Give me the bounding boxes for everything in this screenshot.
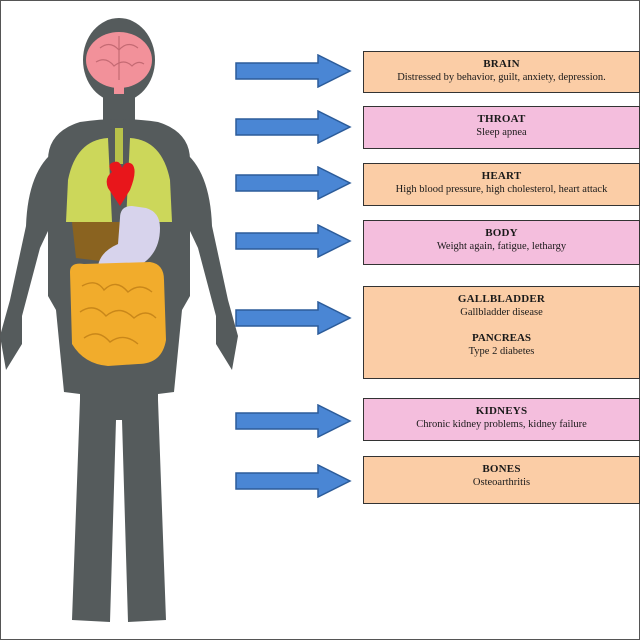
- arrow-throat: [235, 110, 352, 144]
- arrow-heart: [235, 166, 352, 200]
- box-throat-title: THROAT: [477, 113, 526, 125]
- box-bones: BONES Osteoarthritis: [363, 456, 640, 504]
- box-bones-description: Osteoarthritis: [472, 477, 531, 488]
- box-brain-title: BRAIN: [483, 58, 520, 70]
- box-gallbladder-title: GALLBLADDER: [457, 293, 546, 305]
- box-throat-description: Sleep apnea: [476, 127, 527, 138]
- box-bones-title: BONES: [482, 463, 521, 475]
- box-pancreas-title: PANCREAS: [471, 332, 532, 344]
- arrow-kidneys: [235, 404, 352, 438]
- box-gallbladder-pancreas: GALLBLADDER Gallbladder disease PANCREAS…: [363, 286, 640, 379]
- left-arm-shape: [0, 150, 56, 370]
- box-heart: HEART High blood pressure, high choleste…: [363, 163, 640, 206]
- arrow-bones: [235, 464, 352, 498]
- brain-folds: [95, 36, 145, 80]
- box-kidneys-description: Chronic kidney problems, kidney failure: [416, 419, 587, 430]
- intestine-organ: [70, 262, 166, 366]
- right-arm-shape: [182, 150, 238, 370]
- box-throat: THROAT Sleep apnea: [363, 106, 640, 149]
- box-body-title: BODY: [485, 227, 518, 239]
- box-heart-title: HEART: [481, 170, 522, 182]
- box-gallbladder-description: Gallbladder disease: [460, 307, 543, 318]
- box-brain: BRAIN Distressed by behavior, guilt, anx…: [363, 51, 640, 93]
- heart-organ: [106, 161, 135, 206]
- box-kidneys: KIDNEYS Chronic kidney problems, kidney …: [363, 398, 640, 441]
- box-brain-description: Distressed by behavior, guilt, anxiety, …: [397, 72, 606, 83]
- box-pancreas-description: Type 2 diabetes: [468, 346, 535, 357]
- arrow-gallbladder: [235, 301, 352, 335]
- trachea: [115, 128, 123, 164]
- arrow-body: [235, 224, 352, 258]
- box-body: BODY Weight again, fatigue, lethargy: [363, 220, 640, 265]
- arrow-brain: [235, 54, 352, 88]
- box-kidneys-title: KIDNEYS: [475, 405, 528, 417]
- stomach-organ: [98, 206, 160, 266]
- box-heart-description: High blood pressure, high cholesterol, h…: [395, 184, 608, 195]
- lungs-organ: [66, 138, 172, 222]
- intestine-folds: [79, 282, 157, 345]
- box-body-description: Weight again, fatigue, lethargy: [436, 241, 567, 252]
